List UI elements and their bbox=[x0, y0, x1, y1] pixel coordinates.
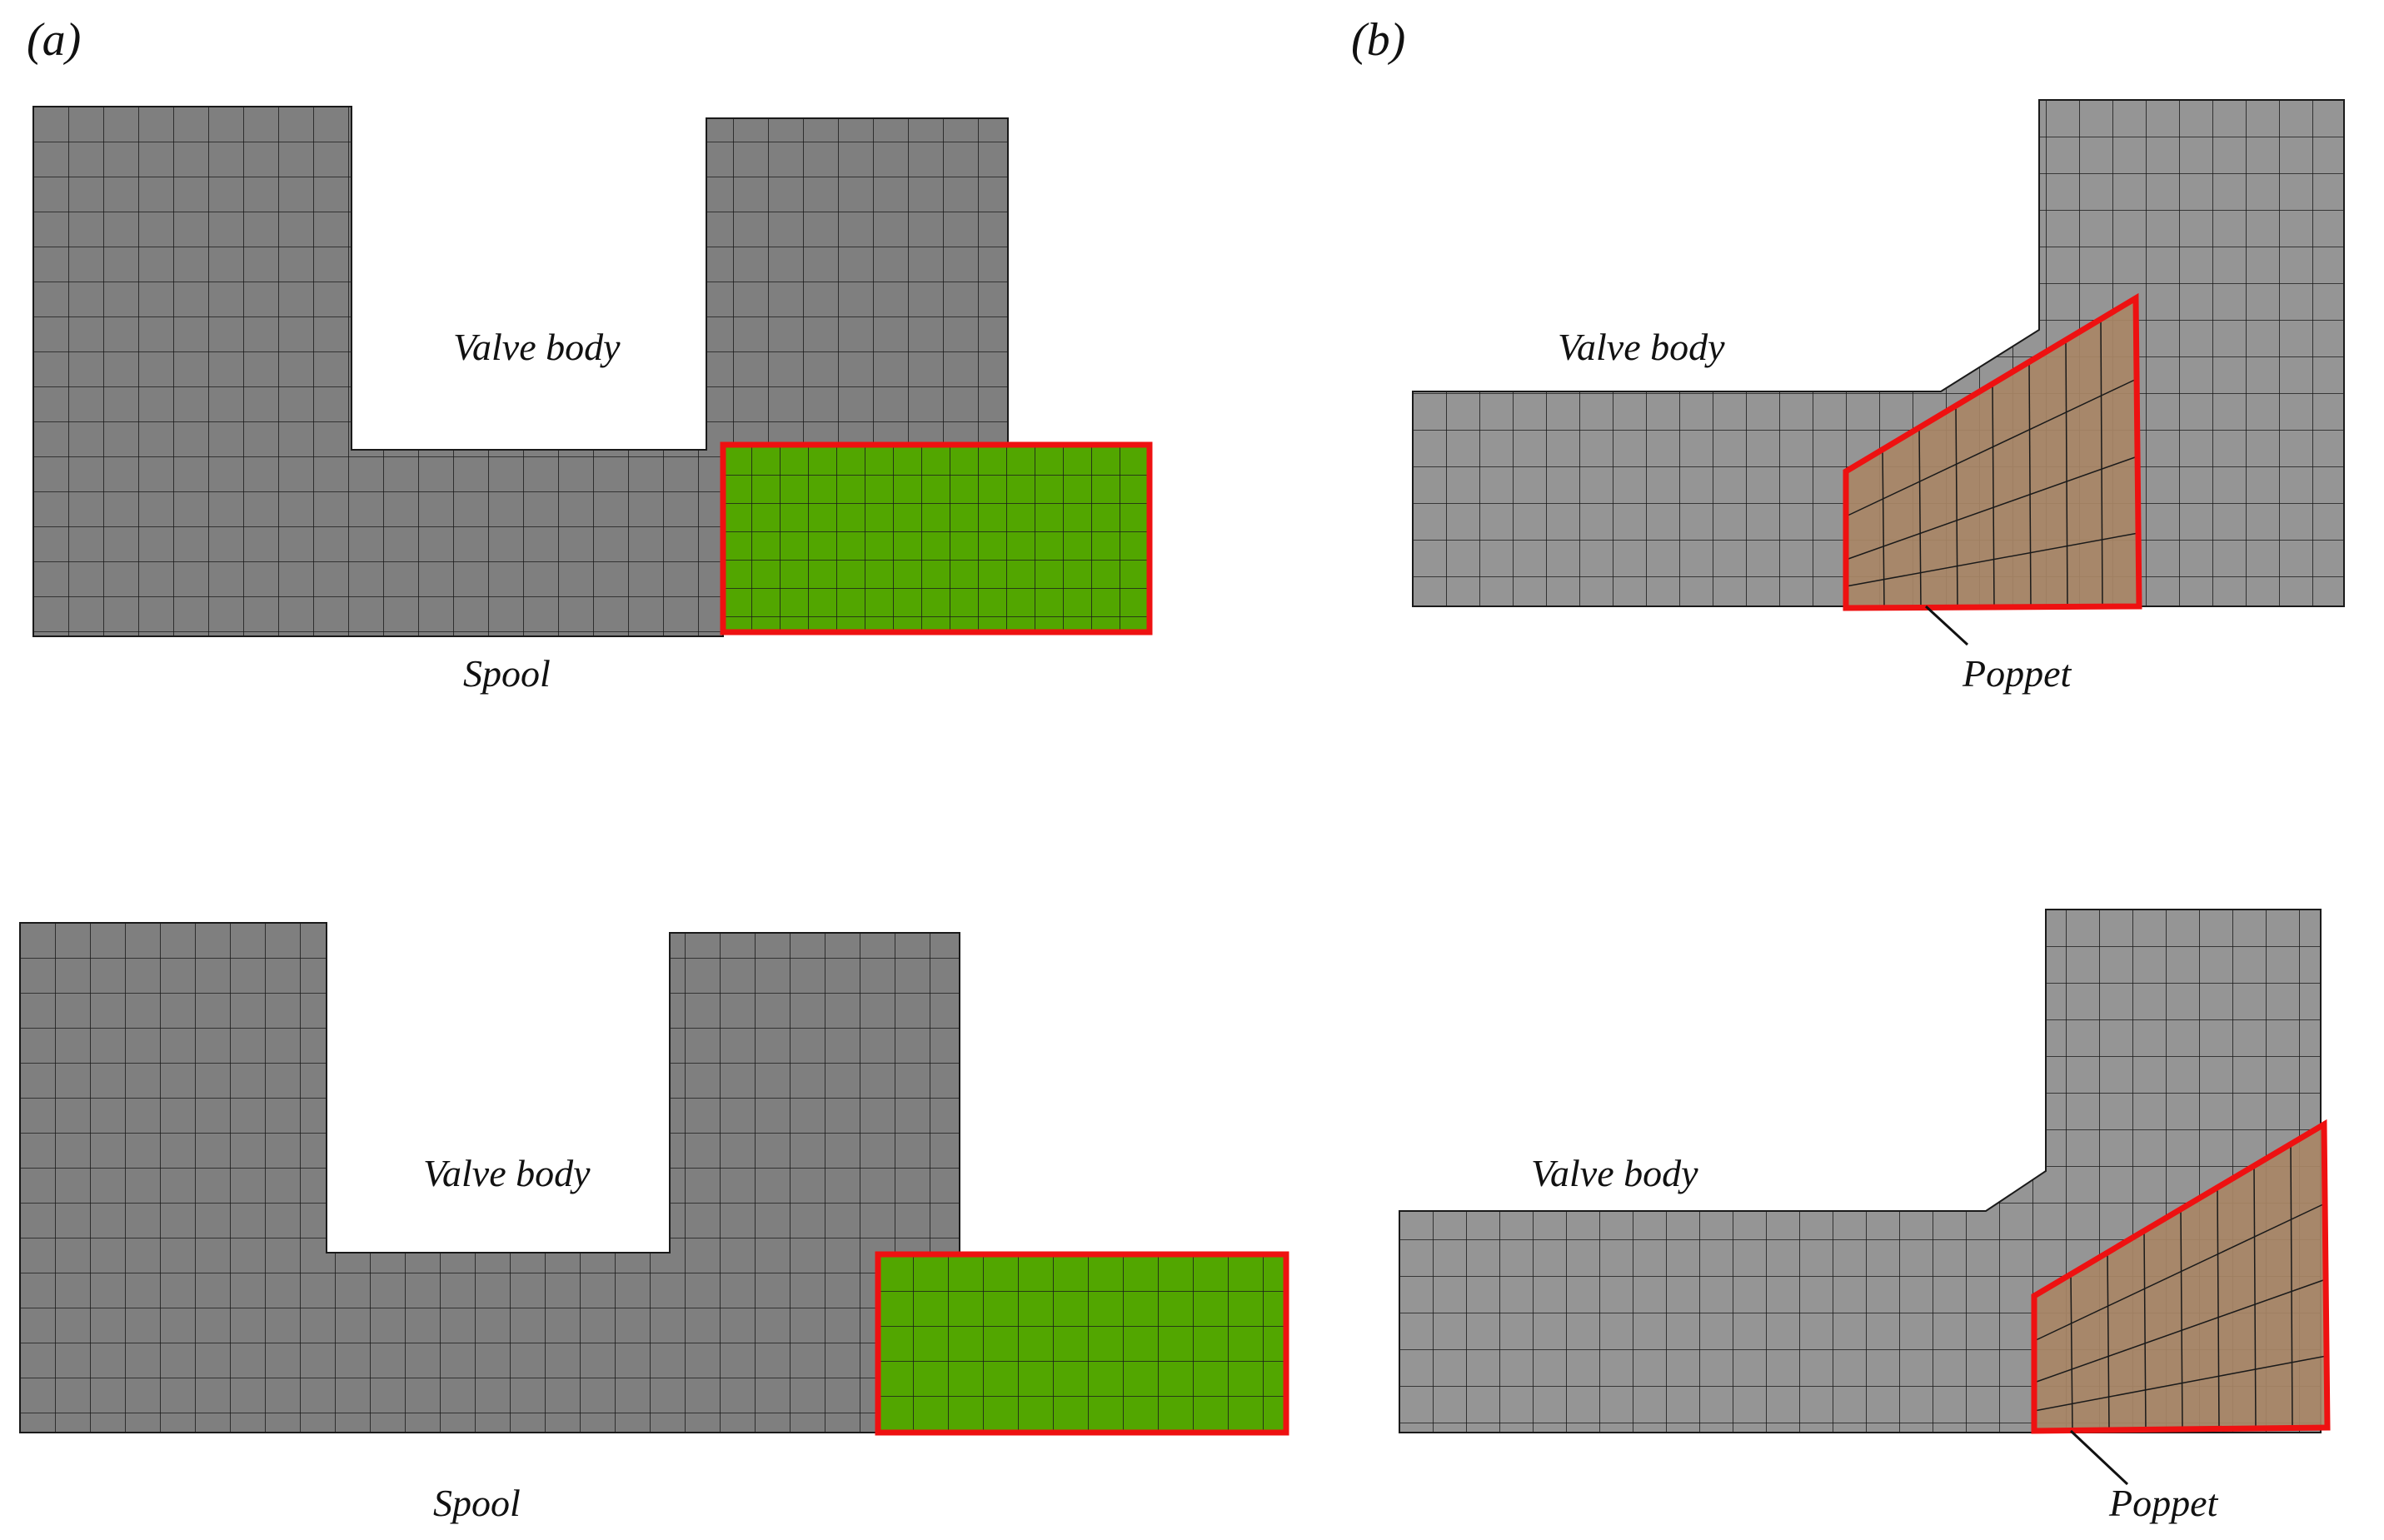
poppet-mesh-lines-b-top bbox=[1845, 319, 2139, 609]
spool-highlight-outline-a-top bbox=[720, 441, 1153, 635]
poppet-highlight-outline-b-top bbox=[1843, 292, 2142, 611]
panel-b-label: (b) bbox=[1351, 14, 1405, 66]
poppet-label-b-bottom: Poppet bbox=[2108, 1482, 2219, 1524]
poppet-highlight-outline-b-bottom bbox=[2031, 1119, 2331, 1434]
spool-mesh-a-bottom bbox=[878, 1254, 1286, 1433]
spool-mesh-a-top bbox=[723, 445, 1150, 632]
poppet-leader-line-b-bottom bbox=[2069, 1429, 2129, 1486]
panel-a-label: (a) bbox=[27, 14, 81, 66]
spool-highlight-outline-a-bottom bbox=[875, 1251, 1289, 1436]
spool-label-a-top: Spool bbox=[463, 652, 551, 695]
poppet-mesh-lines-b-bottom bbox=[2033, 1144, 2327, 1432]
valve-body-label-b-top: Valve body bbox=[1558, 326, 1725, 368]
valve-body-label-a-bottom: Valve body bbox=[423, 1152, 591, 1194]
valve-body-label-a-top: Valve body bbox=[453, 326, 621, 368]
valve-body-mesh-a-top bbox=[32, 106, 1009, 637]
valve-body-label-b-bottom: Valve body bbox=[1531, 1152, 1698, 1194]
poppet-leader-line-b-top bbox=[1924, 605, 1969, 646]
poppet-label-b-top: Poppet bbox=[1962, 652, 2072, 695]
valve-body-mesh-a-bottom bbox=[19, 922, 960, 1433]
spool-label-a-bottom: Spool bbox=[433, 1482, 521, 1524]
